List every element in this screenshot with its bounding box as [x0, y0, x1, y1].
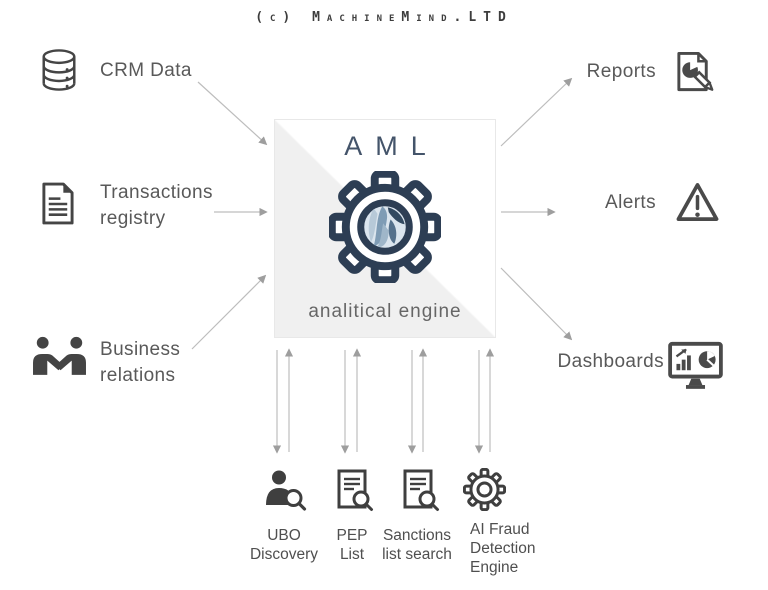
person-search-icon	[266, 470, 307, 511]
label-line: registry	[100, 208, 166, 229]
label-line: Sanctions	[382, 527, 452, 544]
output-label-alerts: Alerts	[605, 192, 656, 213]
label-line: Business	[100, 339, 181, 360]
database-icon	[42, 49, 76, 91]
handshake-icon	[33, 336, 86, 375]
label-line: Detection	[470, 540, 536, 557]
module-label-pep-list: PEP List	[316, 526, 388, 564]
label-line: AI Fraud	[470, 521, 530, 538]
label-line: Engine	[470, 559, 519, 576]
module-label-sanctions-list-search: Sanctions list search	[372, 526, 462, 564]
aml-engine-box: AML analitical eng	[274, 119, 496, 338]
warning-triangle-icon	[676, 183, 719, 221]
gear-icon	[463, 468, 506, 511]
engine-subtitle: analitical engine	[308, 301, 462, 322]
arrow-engine-to-reports	[500, 77, 573, 147]
arrow-crm-to-engine	[197, 81, 268, 146]
copyright-title: (c) MachineMind.LTD	[255, 10, 513, 25]
arrow-engine-to-dashboards	[500, 267, 573, 341]
document-search-icon	[403, 469, 439, 511]
gear-globe-icon	[329, 171, 441, 283]
module-label-ai-fraud-detection-engine: AI Fraud Detection Engine	[470, 520, 550, 577]
document-icon	[42, 182, 74, 225]
label-line: UBO	[267, 527, 301, 544]
engine-title: AML	[344, 131, 439, 161]
input-label-crm-data: CRM Data	[100, 60, 192, 81]
output-label-dashboards: Dashboards	[557, 351, 664, 372]
label-line: Transactions	[100, 182, 213, 203]
arrow-business-to-engine	[191, 274, 267, 350]
label-line: relations	[100, 365, 176, 386]
document-search-icon	[337, 469, 373, 511]
input-label-transactions-registry: Transactions registry	[100, 180, 213, 232]
label-line: List	[339, 546, 365, 563]
label-line: list search	[382, 546, 452, 563]
dashboard-monitor-icon	[668, 341, 723, 389]
module-label-ubo-discovery: UBO Discovery	[244, 526, 324, 564]
output-label-reports: Reports	[586, 61, 656, 82]
report-edit-icon	[677, 51, 714, 92]
input-label-business-relations: Business relations	[100, 337, 180, 389]
label-line: Discovery	[249, 546, 319, 563]
label-line: PEP	[336, 527, 368, 544]
